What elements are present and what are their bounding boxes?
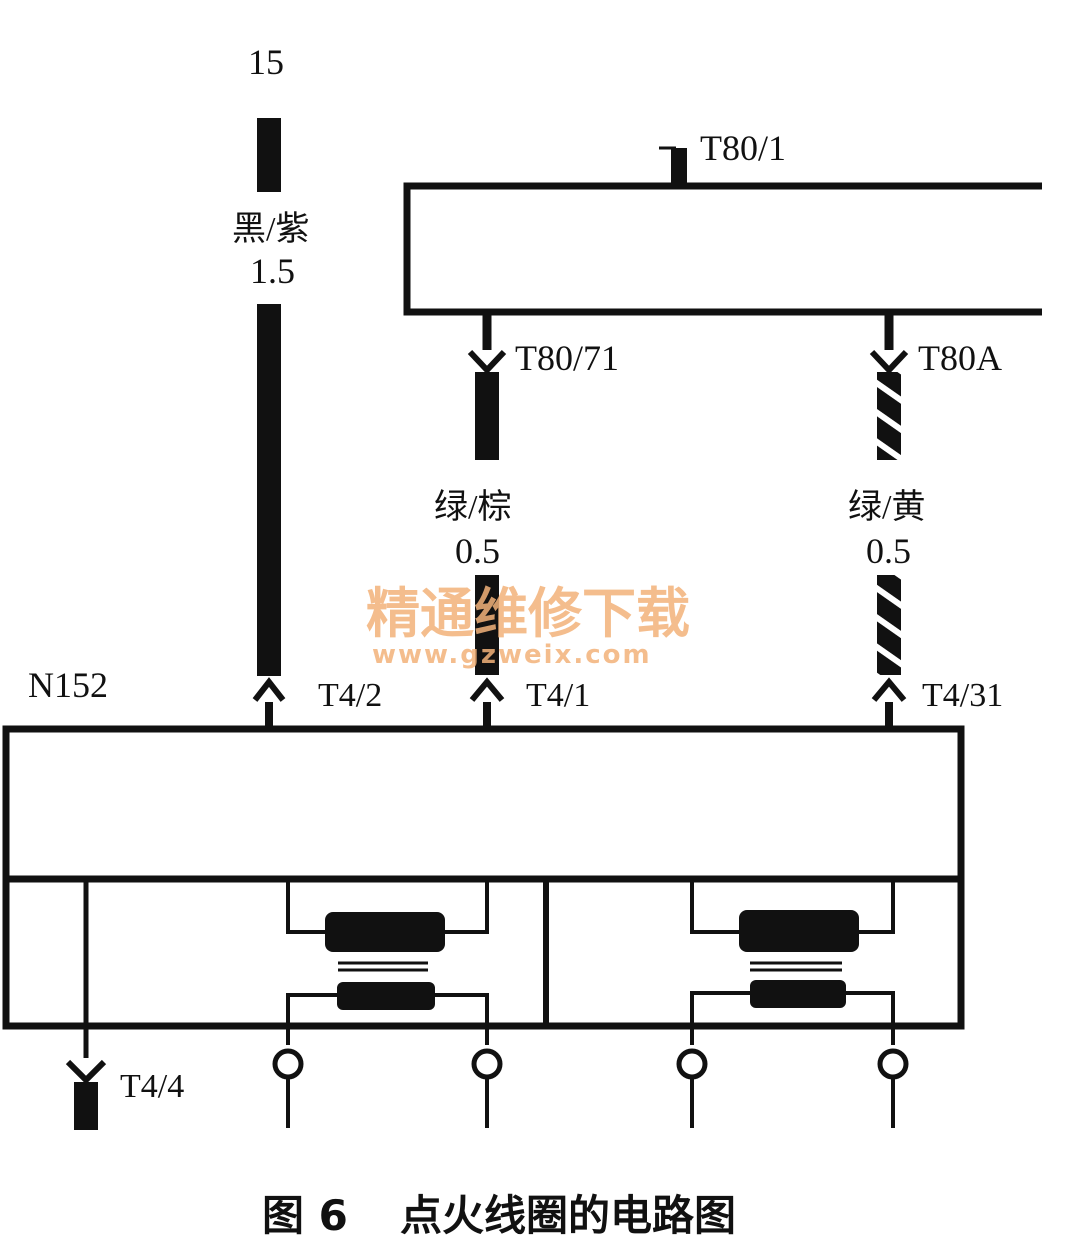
coil-1-secondary-winding xyxy=(337,982,435,1010)
ignition-coil-1 xyxy=(286,880,489,1045)
wire-green-brown-lower xyxy=(475,575,499,675)
wire-green-yellow-lower xyxy=(877,575,901,675)
wire-green-yellow-upper xyxy=(877,372,901,460)
connector-t80-71 xyxy=(467,349,507,375)
n152-label: N152 xyxy=(28,665,108,705)
t80-1-wire xyxy=(671,148,687,186)
wire-green-brown-color-label: 绿/棕 xyxy=(434,488,511,526)
wire-green-yellow-color-label: 绿/黄 xyxy=(848,488,925,526)
connector-t4-1 xyxy=(469,677,505,702)
t4-4-label: T4/4 xyxy=(120,1068,184,1105)
figure-number: 图 6 xyxy=(262,1191,348,1240)
t80-71-label: T80/71 xyxy=(515,338,619,378)
wire-green-brown-upper xyxy=(475,372,499,460)
coil-2-primary-winding xyxy=(739,910,859,952)
coil-1-primary-winding xyxy=(325,912,445,952)
connector-t4-4 xyxy=(65,1059,107,1085)
n152-module-body xyxy=(2,725,965,883)
wire-green-yellow-gauge-label: 0.5 xyxy=(866,531,911,571)
t80a-label: T80A xyxy=(918,338,1002,378)
ignition-coil-2 xyxy=(690,880,895,1045)
t4-4-wire xyxy=(74,1082,98,1130)
spark-plug-terminal-1 xyxy=(272,1048,304,1128)
spark-plug-terminal-4 xyxy=(877,1048,909,1128)
spark-plug-terminal-3 xyxy=(676,1048,708,1128)
figure-caption: 点火线圈的电路图 xyxy=(400,1191,736,1240)
connector-t4-2 xyxy=(252,677,286,702)
control-unit-box xyxy=(403,182,1042,316)
coil-2-secondary-winding xyxy=(750,980,846,1008)
watermark-url: www.gzweix.com xyxy=(372,640,652,670)
wire-15-upper xyxy=(257,118,281,192)
wire-15-gauge-label: 1.5 xyxy=(250,251,295,291)
t4-31-label: T4/31 xyxy=(922,677,1003,714)
t4-2-label: T4/2 xyxy=(318,677,382,714)
n152-module-lower xyxy=(2,875,965,1030)
wire-15-lower xyxy=(257,304,281,676)
t4-1-label: T4/1 xyxy=(526,677,590,714)
watermark-title: 精通维修下载 xyxy=(366,582,690,645)
connector-t4-31 xyxy=(871,677,907,702)
t80-1-label: T80/1 xyxy=(700,128,786,168)
wire-15-color-label: 黑/紫 xyxy=(232,211,309,248)
terminal-15-label: 15 xyxy=(248,42,284,82)
wire-green-brown-gauge-label: 0.5 xyxy=(455,531,500,571)
connector-t80a xyxy=(869,349,909,375)
spark-plug-terminal-2 xyxy=(471,1048,503,1128)
